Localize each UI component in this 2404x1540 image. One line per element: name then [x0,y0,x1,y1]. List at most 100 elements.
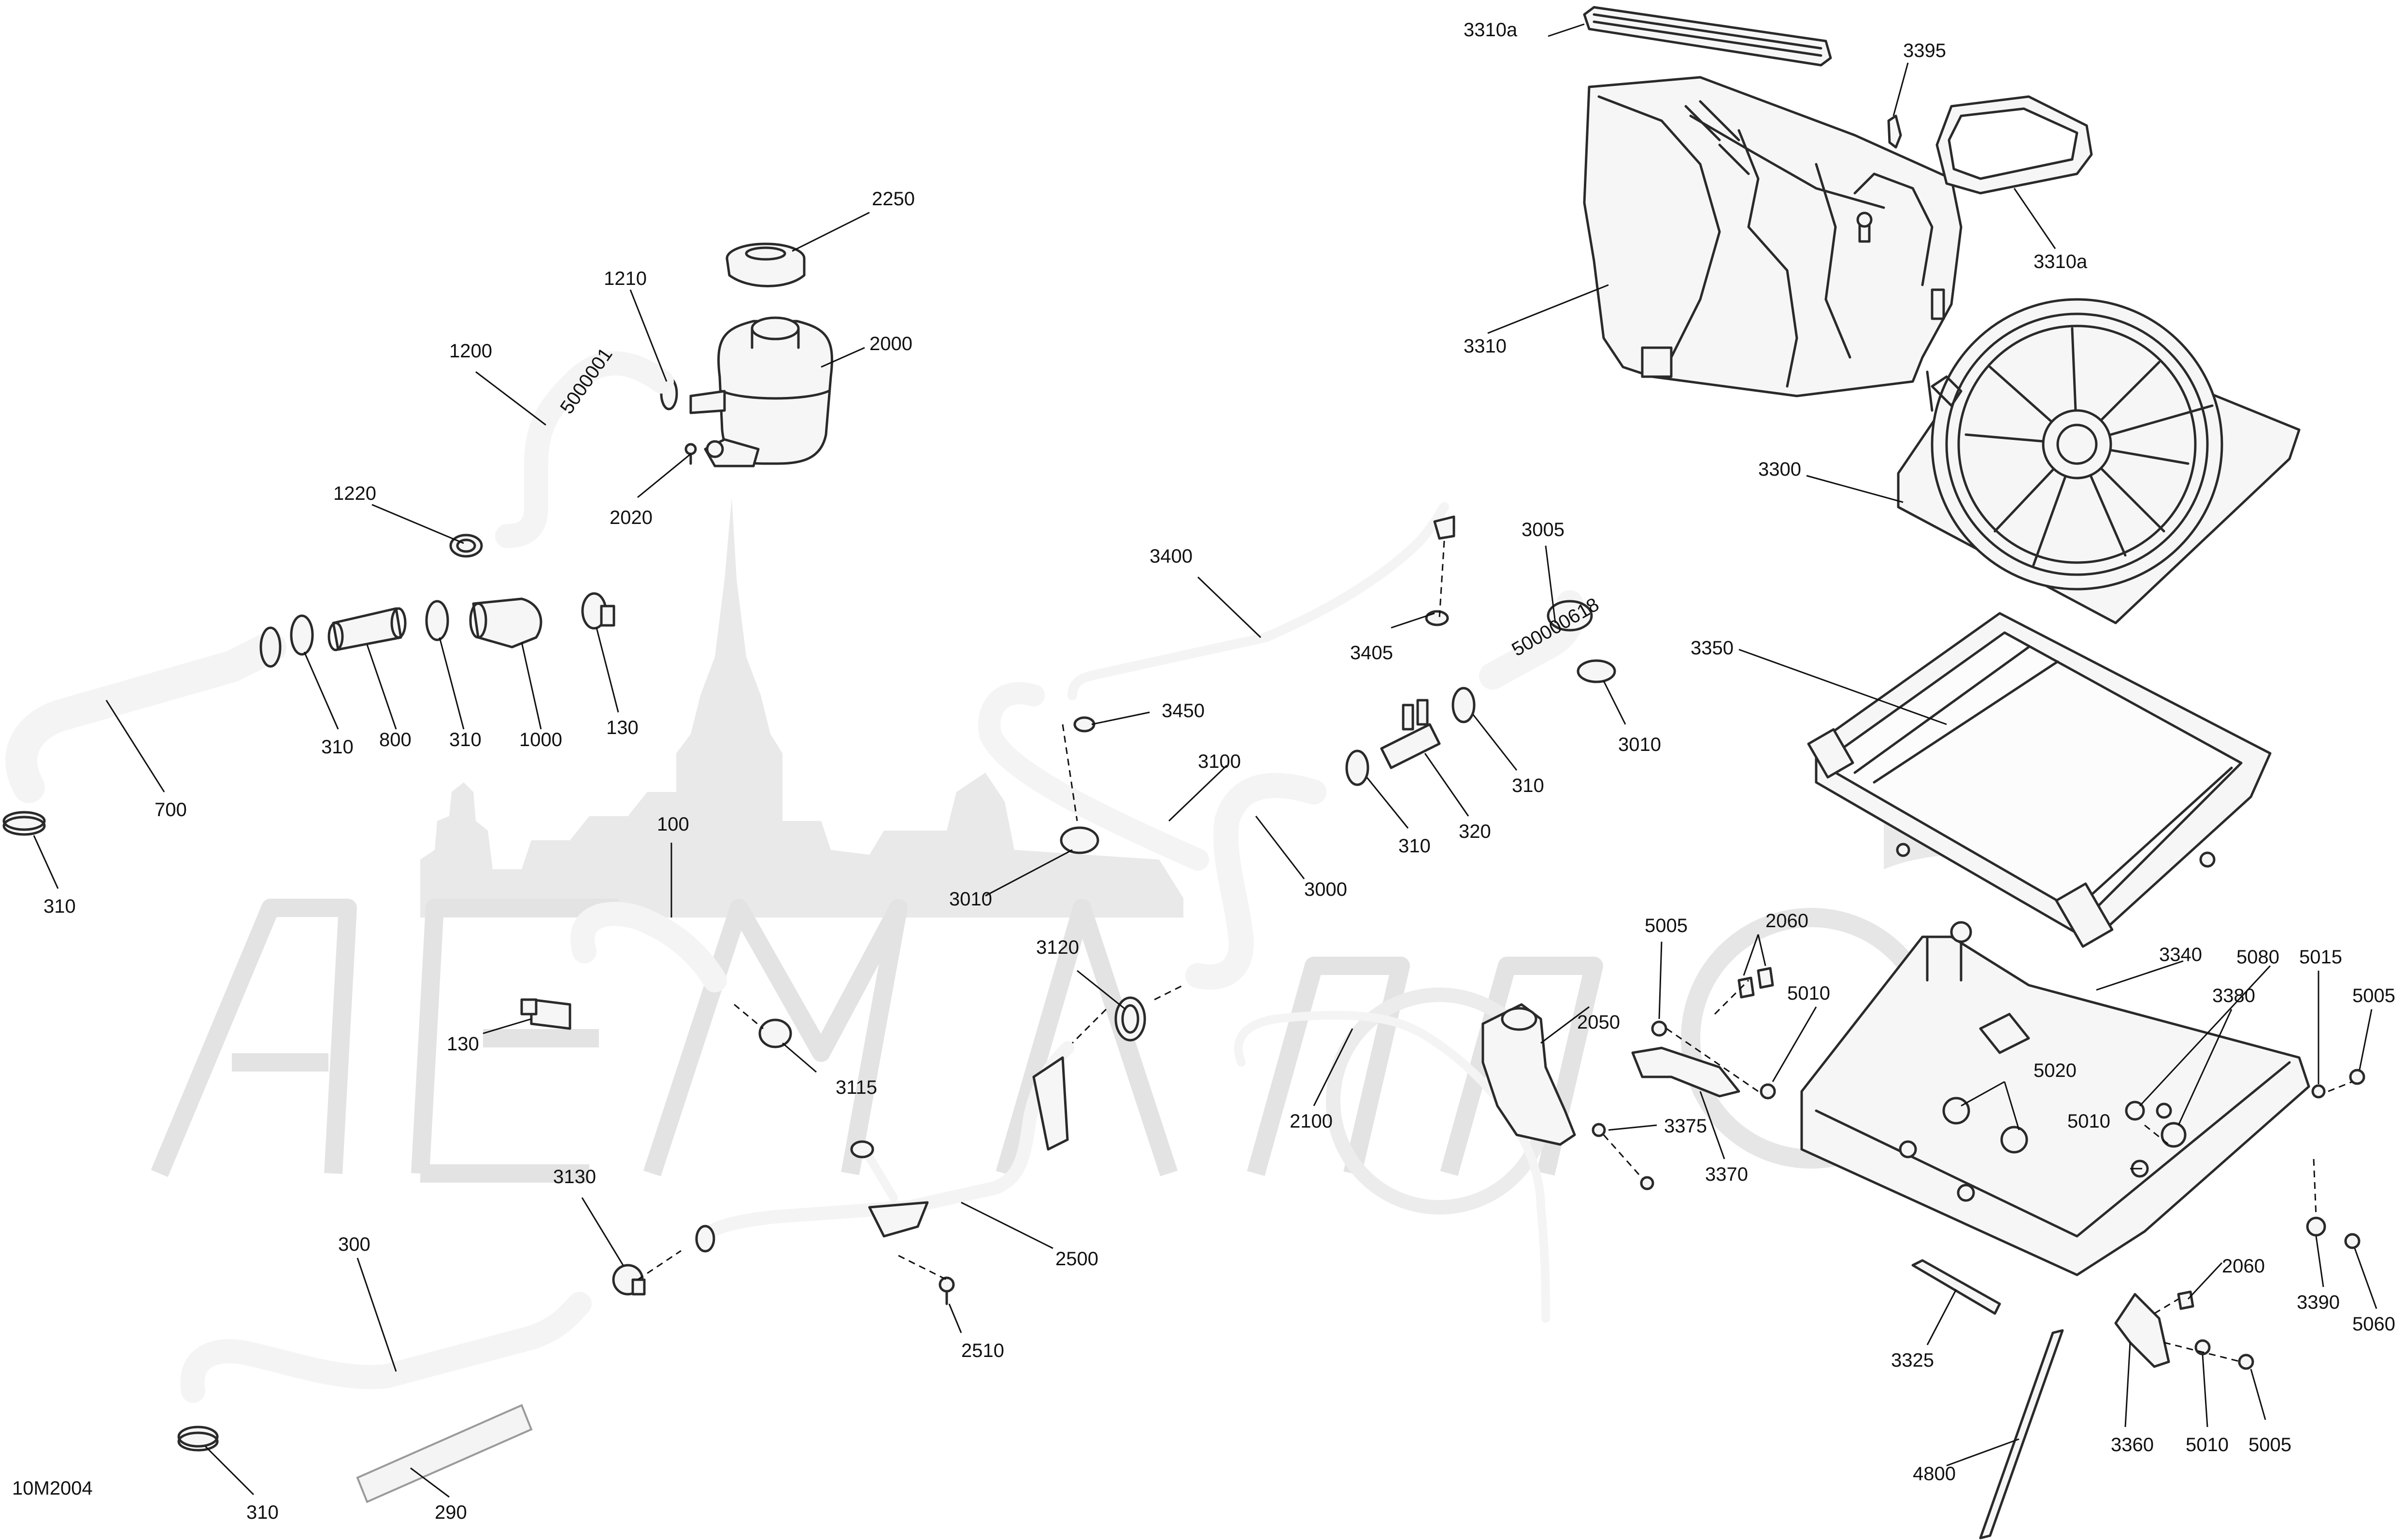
screw-3375-a [1592,1123,1606,1137]
screw-5005-a [1651,1020,1667,1037]
diagram-reference-code: 10M2004 [12,1478,93,1499]
callout-700: 700 [155,799,187,820]
clamp-310-a [290,614,314,656]
clip-2060-b [2177,1290,2194,1310]
connector-800 [327,607,407,651]
clamp-3405 [1425,610,1449,626]
grommet-3380 [2161,1122,2187,1148]
callout-3450: 3450 [1162,700,1205,721]
hose-3000 [1185,773,1326,990]
callout-3370: 3370 [1705,1164,1748,1185]
callout-5080: 5080 [2236,947,2279,968]
clip-2060-a2 [1757,967,1774,989]
callout-5005-a: 5005 [1645,915,1688,936]
fan-shroud-3310 [1583,76,1963,397]
elbow-1000 [469,597,542,649]
callout-3010-b: 3010 [949,889,992,910]
callout-3010-a: 3010 [1618,734,1661,755]
callout-2060-a: 2060 [1765,910,1808,932]
callout-310-a: 310 [321,736,354,758]
strip-3325 [1911,1259,2001,1315]
callout-3350: 3350 [1691,637,1734,659]
callout-2000: 2000 [869,333,912,354]
callout-3400: 3400 [1150,546,1193,567]
clamp-3115 [758,1018,792,1048]
coolant-pipe-2500 [694,1041,1074,1253]
callout-2500: 2500 [1055,1248,1098,1270]
radiator-cap-2250 [725,242,806,287]
callout-5060: 5060 [2352,1314,2395,1335]
callout-3115: 3115 [836,1077,877,1098]
callout-3310a-right: 3310a [2034,251,2088,272]
clamp-310-f [177,1426,219,1452]
callout-3325: 3325 [1891,1350,1934,1371]
callout-5010-c: 5010 [2186,1434,2229,1455]
watermark-lettering [151,899,1603,1183]
callout-2060-b: 2060 [2222,1256,2265,1277]
callout-1220: 1220 [333,483,376,504]
screw-5060 [2344,1233,2361,1249]
screw-3375-b [1640,1176,1654,1190]
filler-neck-2050 [1481,1003,1576,1146]
callout-300: 300 [338,1234,370,1255]
callout-3405: 3405 [1350,642,1393,664]
callout-5015: 5015 [2299,947,2342,968]
callout-3310a-top: 3310a [1464,19,1518,41]
callout-100: 100 [657,814,689,835]
callout-4800: 4800 [1913,1463,1956,1484]
screw-5005-b [2349,1069,2365,1085]
clamp-3130 [612,1264,646,1296]
bracket-3360 [2114,1293,2170,1368]
leader-lines [33,23,2377,1498]
callout-3375: 3375 [1664,1116,1707,1137]
radiator-3350 [1807,612,2272,948]
callout-5020: 5020 [2034,1060,2077,1081]
clamp-310-c [1345,749,1369,786]
callout-5005-c: 5005 [2248,1434,2291,1455]
callout-1200: 1200 [449,340,492,362]
bracket-4800 [1979,1329,2064,1540]
callout-130-a: 130 [606,717,639,738]
callout-3120: 3120 [1036,937,1079,958]
callout-3005: 3005 [1522,519,1565,540]
callout-310-c: 310 [1398,835,1431,857]
screw-5005-c [2238,1354,2254,1370]
callout-2250: 2250 [872,188,915,210]
bracket-3370 [1631,1046,1740,1098]
callout-320: 320 [1459,821,1491,842]
grommet-3390 [2306,1216,2326,1237]
callout-3390: 3390 [2297,1292,2340,1313]
callout-3100: 3100 [1198,751,1241,772]
clamp-310-d [1451,687,1476,723]
callout-3300: 3300 [1758,459,1801,480]
protective-sleeve-290 [356,1404,533,1503]
clip-2060-a1 [1737,976,1755,999]
callout-2050: 2050 [1577,1012,1620,1033]
assembly-lines [637,540,2353,1363]
callout-labels: 3310a 3395 3310a 2250 1210 1200 2000 331… [43,19,2395,1523]
fan-assembly-3300 [1897,298,2301,624]
washer-5080 [2125,1101,2145,1121]
clip-3395 [1887,114,1902,149]
callout-310-e: 310 [43,896,76,917]
callout-3395: 3395 [1903,40,1946,61]
callout-290: 290 [435,1502,467,1523]
air-deflector-strip-3310a [1583,6,1832,67]
grommet-5020-b [2000,1126,2028,1154]
washer-5015 [2311,1084,2326,1099]
clamp-130-b [520,998,571,1030]
callout-310-b: 310 [449,729,482,750]
callout-2100: 2100 [1290,1111,1333,1132]
nut-5010-a [1760,1083,1776,1100]
callout-130-b: 130 [447,1033,479,1055]
radiator-support-3340 [1800,921,2310,1276]
callout-2510: 2510 [961,1340,1004,1361]
air-deflector-loop-3310a [1935,95,2093,195]
callout-5005-b: 5005 [2352,985,2395,1006]
hose-3100 [978,682,1209,871]
hose-100 [570,902,727,992]
callout-3000: 3000 [1304,879,1347,900]
clamp-310-b [425,600,449,641]
hose-3400 [1067,502,1455,700]
